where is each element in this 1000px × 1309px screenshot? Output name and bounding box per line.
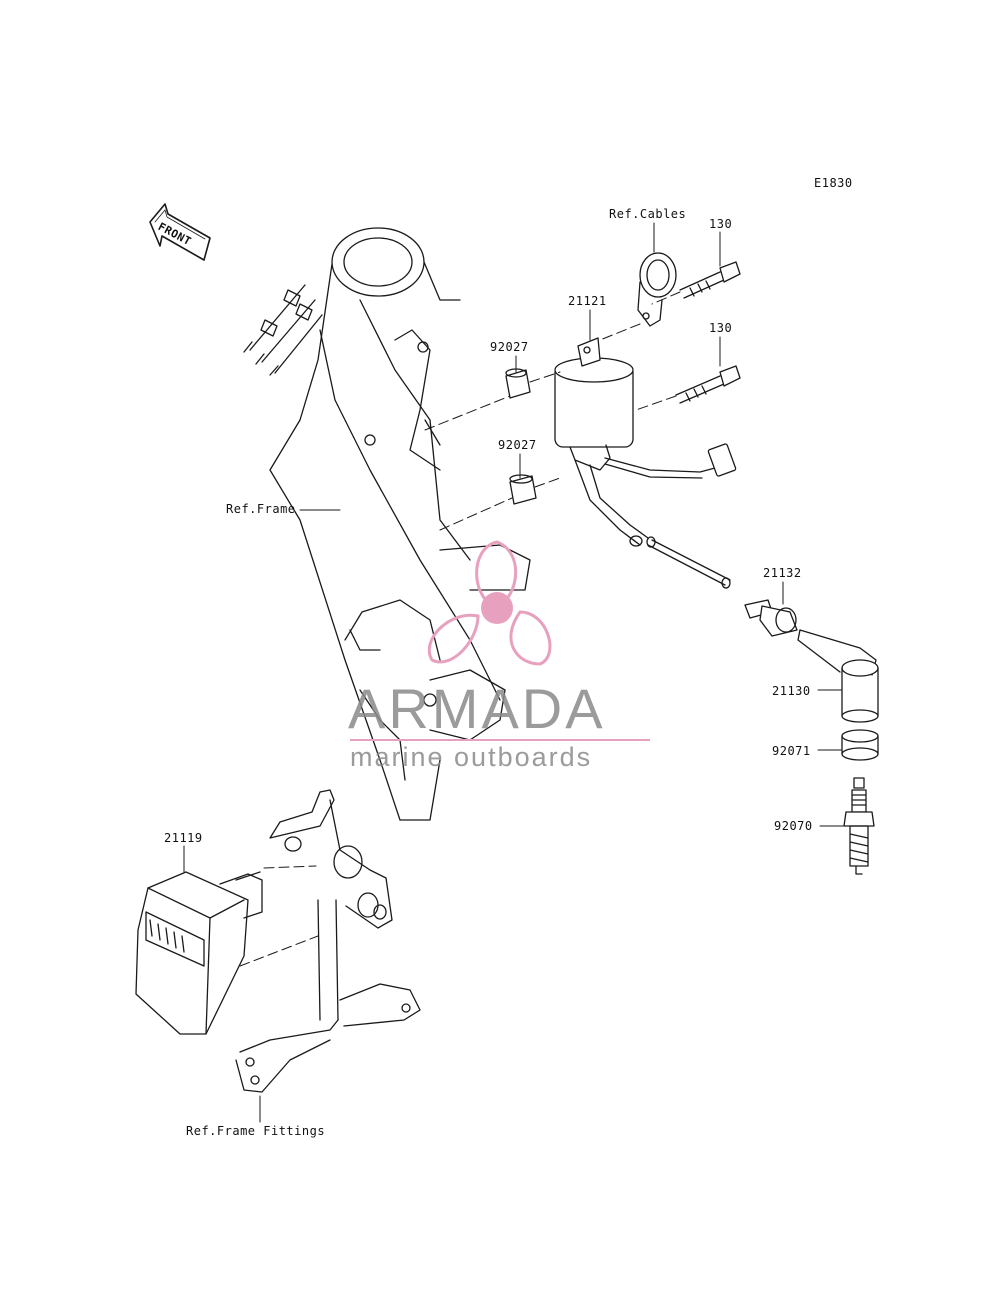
watermark-divider xyxy=(350,739,650,741)
label-collar-lower: 92027 xyxy=(498,438,537,452)
label-gasket: 92071 xyxy=(772,744,811,758)
ignition-coil-part xyxy=(554,337,737,547)
collar-upper-part xyxy=(505,368,531,399)
label-bolt-lower: 130 xyxy=(709,321,733,335)
igniter-part xyxy=(135,871,263,1035)
watermark-propeller-icon xyxy=(427,540,552,666)
spark-plug-part xyxy=(843,777,875,875)
label-collar-upper: 92027 xyxy=(490,340,529,354)
label-spark-plug: 92070 xyxy=(774,819,813,833)
label-ref-frame: Ref.Frame xyxy=(226,502,296,516)
label-igniter: 21119 xyxy=(164,831,203,845)
frame-fittings-part xyxy=(235,789,421,1093)
diagram-code: E1830 xyxy=(814,176,853,190)
watermark-tagline: marine outboards xyxy=(350,742,593,772)
ht-lead-part xyxy=(646,536,731,589)
gasket-part xyxy=(841,729,879,761)
cable-clamp-part xyxy=(637,252,677,327)
bolt-lower-part xyxy=(675,365,741,404)
collar-lower-part xyxy=(509,474,537,505)
cap-seal-part xyxy=(744,599,798,637)
callout-lines xyxy=(183,222,847,1123)
label-plug-cap: 21130 xyxy=(772,684,811,698)
label-bolt-upper: 130 xyxy=(709,217,733,231)
label-ref-cables: Ref.Cables xyxy=(609,207,687,221)
plug-cap-part xyxy=(797,629,879,723)
label-ref-frame-fittings: Ref.Frame Fittings xyxy=(186,1124,326,1138)
front-arrow-icon xyxy=(149,203,211,261)
label-cap-seal: 21132 xyxy=(763,566,802,580)
watermark-brand: ARMADA xyxy=(348,677,606,740)
label-coil: 21121 xyxy=(568,294,607,308)
frame-part xyxy=(243,227,531,821)
leader-lines xyxy=(424,291,681,531)
bolt-upper-part xyxy=(679,261,741,299)
